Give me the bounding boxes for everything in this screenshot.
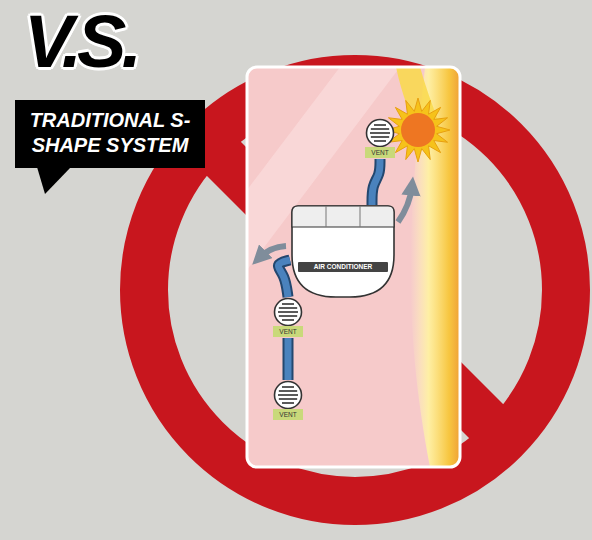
callout-tail-shape bbox=[37, 167, 71, 194]
unit-label-band bbox=[298, 262, 388, 272]
callout-tail bbox=[37, 168, 77, 196]
vent-slat bbox=[282, 386, 294, 388]
air-conditioner-unit: AIR CONDITIONER bbox=[290, 205, 396, 298]
vent-grille bbox=[363, 118, 397, 148]
duct-outline bbox=[283, 338, 294, 380]
vent-slat bbox=[278, 394, 298, 396]
vent-ring bbox=[367, 120, 394, 147]
vent-outlet: VENT bbox=[271, 380, 305, 421]
vent-ring bbox=[275, 299, 302, 326]
vent-slat bbox=[279, 390, 297, 392]
sun-icon bbox=[386, 98, 450, 162]
unit-top-grill bbox=[292, 206, 394, 227]
vent-label: VENT bbox=[273, 409, 303, 420]
vent-ring bbox=[275, 382, 302, 409]
vent-label: VENT bbox=[273, 326, 303, 337]
duct-body bbox=[372, 159, 380, 205]
sun-disc bbox=[401, 113, 435, 147]
vent-grille bbox=[271, 380, 305, 410]
grill-divider bbox=[360, 206, 361, 227]
flow-arrow bbox=[259, 246, 286, 258]
panel-border bbox=[247, 67, 460, 467]
sun-rays bbox=[386, 98, 450, 162]
speech-callout: TRADITIONAL S-SHAPE SYSTEM bbox=[15, 100, 205, 168]
vent-slat bbox=[279, 398, 297, 400]
vent-slat bbox=[371, 136, 389, 138]
vent-outlet: VENT bbox=[271, 297, 305, 338]
grill-divider bbox=[326, 206, 327, 227]
air-duct bbox=[372, 159, 380, 205]
vent-slat bbox=[282, 402, 294, 404]
vent-outlet: VENT bbox=[363, 118, 397, 159]
vent-slat bbox=[371, 128, 389, 130]
flow-arrow bbox=[398, 186, 412, 222]
air-conditioner-body bbox=[290, 205, 396, 299]
vent-grille bbox=[271, 297, 305, 327]
vent-slat bbox=[279, 315, 297, 317]
title: V.S. bbox=[24, 2, 137, 82]
vent-slat bbox=[282, 303, 294, 305]
vent-slat bbox=[278, 311, 298, 313]
duct-body bbox=[285, 338, 292, 380]
vent-slat bbox=[279, 307, 297, 309]
vent-label: VENT bbox=[365, 147, 395, 158]
duct-outline bbox=[278, 260, 290, 297]
vent-slat bbox=[374, 140, 386, 142]
duct-body bbox=[278, 260, 290, 297]
unit-casing bbox=[292, 206, 394, 297]
air-duct bbox=[278, 260, 290, 297]
heat-glow bbox=[396, 67, 460, 467]
vent-slat bbox=[282, 319, 294, 321]
duct-outline bbox=[372, 159, 380, 205]
unit-label: AIR CONDITIONER bbox=[298, 262, 388, 272]
vent-slat bbox=[374, 124, 386, 126]
callout-text: TRADITIONAL S-SHAPE SYSTEM bbox=[25, 108, 195, 158]
air-duct bbox=[288, 338, 289, 380]
vent-slat bbox=[370, 132, 390, 134]
